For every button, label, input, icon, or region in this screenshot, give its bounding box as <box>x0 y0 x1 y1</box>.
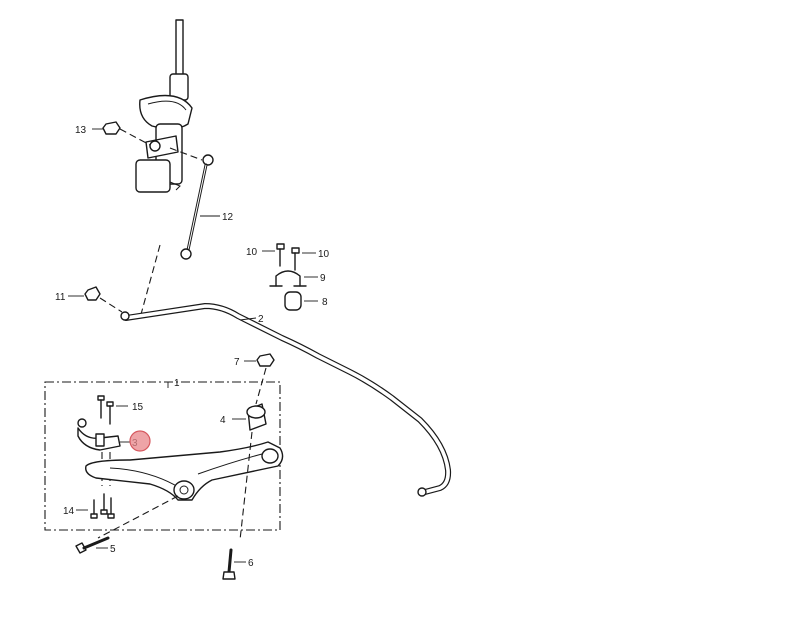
bolts-14[interactable]: 14 <box>63 493 115 519</box>
highlight-marker-3[interactable] <box>129 430 151 452</box>
bolt-10-left[interactable]: 10 <box>246 243 285 267</box>
assembly-line <box>119 128 151 146</box>
callout-9: 9 <box>320 273 326 284</box>
assembly-line <box>99 297 123 313</box>
callout-14: 14 <box>63 506 75 517</box>
bolt-5[interactable]: 5 <box>75 536 116 555</box>
stabilizer-link-12[interactable]: 12 <box>169 147 234 260</box>
assembly-line <box>255 367 267 405</box>
callout-11: 11 <box>55 292 66 303</box>
bolts-15[interactable]: 15 <box>97 395 144 425</box>
callout-7: 7 <box>234 357 240 368</box>
assembly-line <box>139 244 161 319</box>
callout-6: 6 <box>248 558 254 569</box>
callout-4: 4 <box>220 415 226 426</box>
callout-12: 12 <box>222 212 234 223</box>
callout-13: 13 <box>75 125 87 136</box>
bushing-bracket-9[interactable]: 9 <box>269 270 326 287</box>
nut-7[interactable]: 7 <box>234 353 275 368</box>
rear-bushing-4[interactable]: 4 <box>220 403 267 431</box>
callout-2: 2 <box>258 314 264 325</box>
callout-10-left: 10 <box>246 247 258 258</box>
ball-joint-3[interactable]: 3 <box>77 418 151 452</box>
assembly-line <box>97 495 179 539</box>
stabilizer-bar-2[interactable]: 2 <box>120 303 452 497</box>
callout-15: 15 <box>132 402 144 413</box>
lower-control-arm[interactable] <box>85 441 284 501</box>
bolt-10-right[interactable]: 10 <box>291 247 330 271</box>
nut-13[interactable]: 13 <box>75 121 121 136</box>
nut-11[interactable]: 11 <box>55 286 101 303</box>
assembly-line <box>239 431 253 541</box>
bolt-6[interactable]: 6 <box>222 548 254 580</box>
callout-8: 8 <box>322 297 328 308</box>
bushing-8[interactable]: 8 <box>284 291 328 311</box>
strut-assembly[interactable] <box>135 19 193 193</box>
callout-1: 1 <box>174 378 180 389</box>
callout-5: 5 <box>110 544 116 555</box>
callout-10-right: 10 <box>318 249 330 260</box>
